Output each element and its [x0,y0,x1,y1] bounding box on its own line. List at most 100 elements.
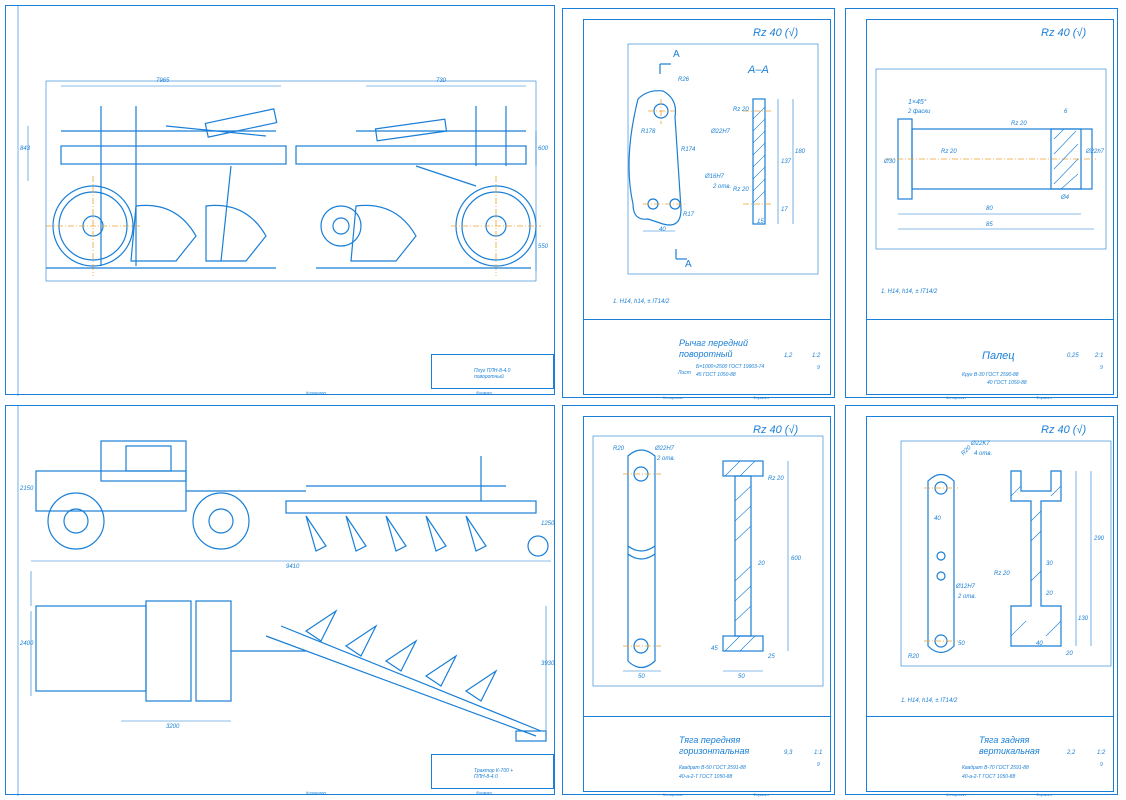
dim-r17: R17 [683,212,695,218]
chamfer-count: 2 фаски [908,109,931,115]
roughness-rz20: Rz 20 [768,476,784,482]
section-marker-top: А [673,49,680,60]
material-spec: Квадрат В-50 ГОСТ 2591-88 [679,765,746,771]
dim-45: 45 [711,646,718,652]
mass-value: 1,2 [784,353,793,359]
dim-right-length: 730 [436,78,447,84]
dim-30: 30 [1046,561,1053,567]
material-steel: 40-а-2-Т ГОСТ 1050-88 [679,774,733,780]
title-block: Трактор К-700 + ПЛН-8-4.0 [431,754,554,789]
sheet-pin: Rz 40 (√) 1×45° 2 фаски Rz 20 Rz 20 Ø30 … [845,8,1118,400]
dim-height-left: 843 [20,146,31,152]
roughness-rz20-b: Rz 20 [941,149,957,155]
material-prefix: Лист [678,370,691,376]
footer-format: Формат [476,390,492,395]
dim-r174: R174 [681,147,696,153]
dim-130: 130 [1078,616,1089,622]
drawing-title: Плуг ПЛН-8-4.0 поворотный [474,368,511,380]
dim-80: 80 [986,206,993,212]
sheets-total: 9 [1100,762,1103,768]
dim-plough-height: 1250 [541,521,555,527]
material-spec: Круг В-30 ГОСТ 2590-88 [962,372,1019,378]
tractor-drawing [17,406,551,796]
dim-50-left: 50 [638,674,645,680]
section-marker-bottom: А [685,259,692,270]
footer-format: Формат [1036,792,1052,797]
drawing-title: Трактор К-700 + ПЛН-8-4.0 [474,768,514,780]
dim-d22: Ø22h7 [1086,149,1105,155]
chamfer-dim: 1×45° [908,99,927,106]
dim-width: 3930 [541,661,555,667]
roughness-symbol: Rz 40 (√) [753,424,799,436]
roughness-symbol: Rz 40 (√) [753,27,799,39]
dim-50-right: 50 [738,674,745,680]
footer-format: Формат [753,395,769,400]
footer-format: Формат [753,792,769,797]
roughness-symbol: Rz 40 (√) [1041,27,1087,39]
scale-value: 1:1 [814,750,823,756]
plough-drawing [17,6,541,396]
footer-copied: Копировал [946,395,966,400]
dim-holes-2: 2 отв. [958,594,977,600]
sheet-rear-rod: Rz 40 (√) R20 Ø22K7 4 отв. 40 290 30 Rz … [845,405,1118,797]
title-block: Тяга передняя горизонтальная Квадрат В-5… [583,716,831,792]
dim-137: 137 [781,159,792,165]
material-spec: Квадрат В-70 ГОСТ 2591-88 [962,765,1029,771]
dim-20-mid: 20 [1046,591,1053,597]
sheets-total: 9 [817,365,820,371]
section-title: А–А [748,64,769,76]
title-block: Палец Круг В-30 ГОСТ 2590-88 40 ГОСТ 105… [866,319,1114,395]
dim-20-bottom: 20 [1066,651,1073,657]
mass-value: 2,2 [1067,750,1076,756]
dim-20: 20 [758,561,765,567]
dim-track: 2400 [20,641,34,647]
footer-copied: Копировал [663,395,683,400]
tolerance-note: 1. H14, h14, ± IT14/2 [901,698,958,704]
dim-d22h7: Ø22H7 [655,446,675,452]
dim-40: 40 [659,227,666,233]
dim-holes-4: 4 отв. [974,451,993,457]
dim-overall-length: 7965 [156,78,170,84]
title-block: Рычаг передний поворотный Б=1000×2500 ГО… [583,319,831,395]
part-name: Тяга передняя горизонтальная [679,735,750,756]
part-name: Рычаг передний поворотный [679,338,749,359]
sheet-tractor-unit: 9410 2150 1250 3200 3930 2400 Трактор К-… [5,405,555,796]
dim-50: 50 [958,641,965,647]
dim-25: 25 [768,654,775,660]
dim-22h7: Ø22H7 [711,129,731,135]
dim-holes: 2 отв. [657,456,676,462]
scale-value: 1:2 [1097,750,1106,756]
roughness-rz20-bottom: Rz 20 [733,187,749,193]
sheet-front-lever: Rz 40 (√) А А А–А R26 R178 R174 R17 [562,8,835,400]
footer-copied: Копировал [663,792,683,797]
footer-format: Формат [1036,395,1052,400]
dim-290: 290 [1094,536,1105,542]
vertical-rod-drawing [900,440,1112,667]
dim-15: 15 [757,219,764,225]
dim-offset: 3200 [166,724,180,730]
part-name: Тяга задняя вертикальная [979,735,1040,756]
dim-16h7: Ø16H7 [705,174,725,180]
material-steel: 40-а-2-Т ГОСТ 1050-88 [962,774,1016,780]
dim-height: 2150 [20,486,34,492]
sheet-plough-assembly: 7965 730 843 600 550 Плуг ПЛН-8-4.0 пово… [5,5,555,396]
dim-d22k7: Ø22K7 [971,441,990,447]
dim-d30: Ø30 [884,159,896,165]
scale-value: 1:2 [812,353,821,359]
material-spec: Б=1000×2500 ГОСТ 19903-74 [696,364,765,370]
dim-6: 6 [1064,109,1068,115]
dim-r178: R178 [641,129,656,135]
dim-600: 600 [791,556,802,562]
dim-wheel: 550 [538,244,549,250]
dim-total-length: 9410 [286,564,300,570]
dim-85: 85 [986,222,993,228]
material-steel: 40 ГОСТ 1050-88 [987,380,1027,386]
title-block: Тяга задняя вертикальная Квадрат В-70 ГО… [866,716,1114,792]
roughness-rz20-top: Rz 20 [733,107,749,113]
roughness-symbol: Rz 40 (√) [1041,424,1087,436]
footer-copied: Копировал [946,792,966,797]
dim-180: 180 [795,149,806,155]
title-block: Плуг ПЛН-8-4.0 поворотный [431,354,554,389]
scale-value: 2:1 [1095,353,1104,359]
dim-40: 40 [934,516,941,522]
